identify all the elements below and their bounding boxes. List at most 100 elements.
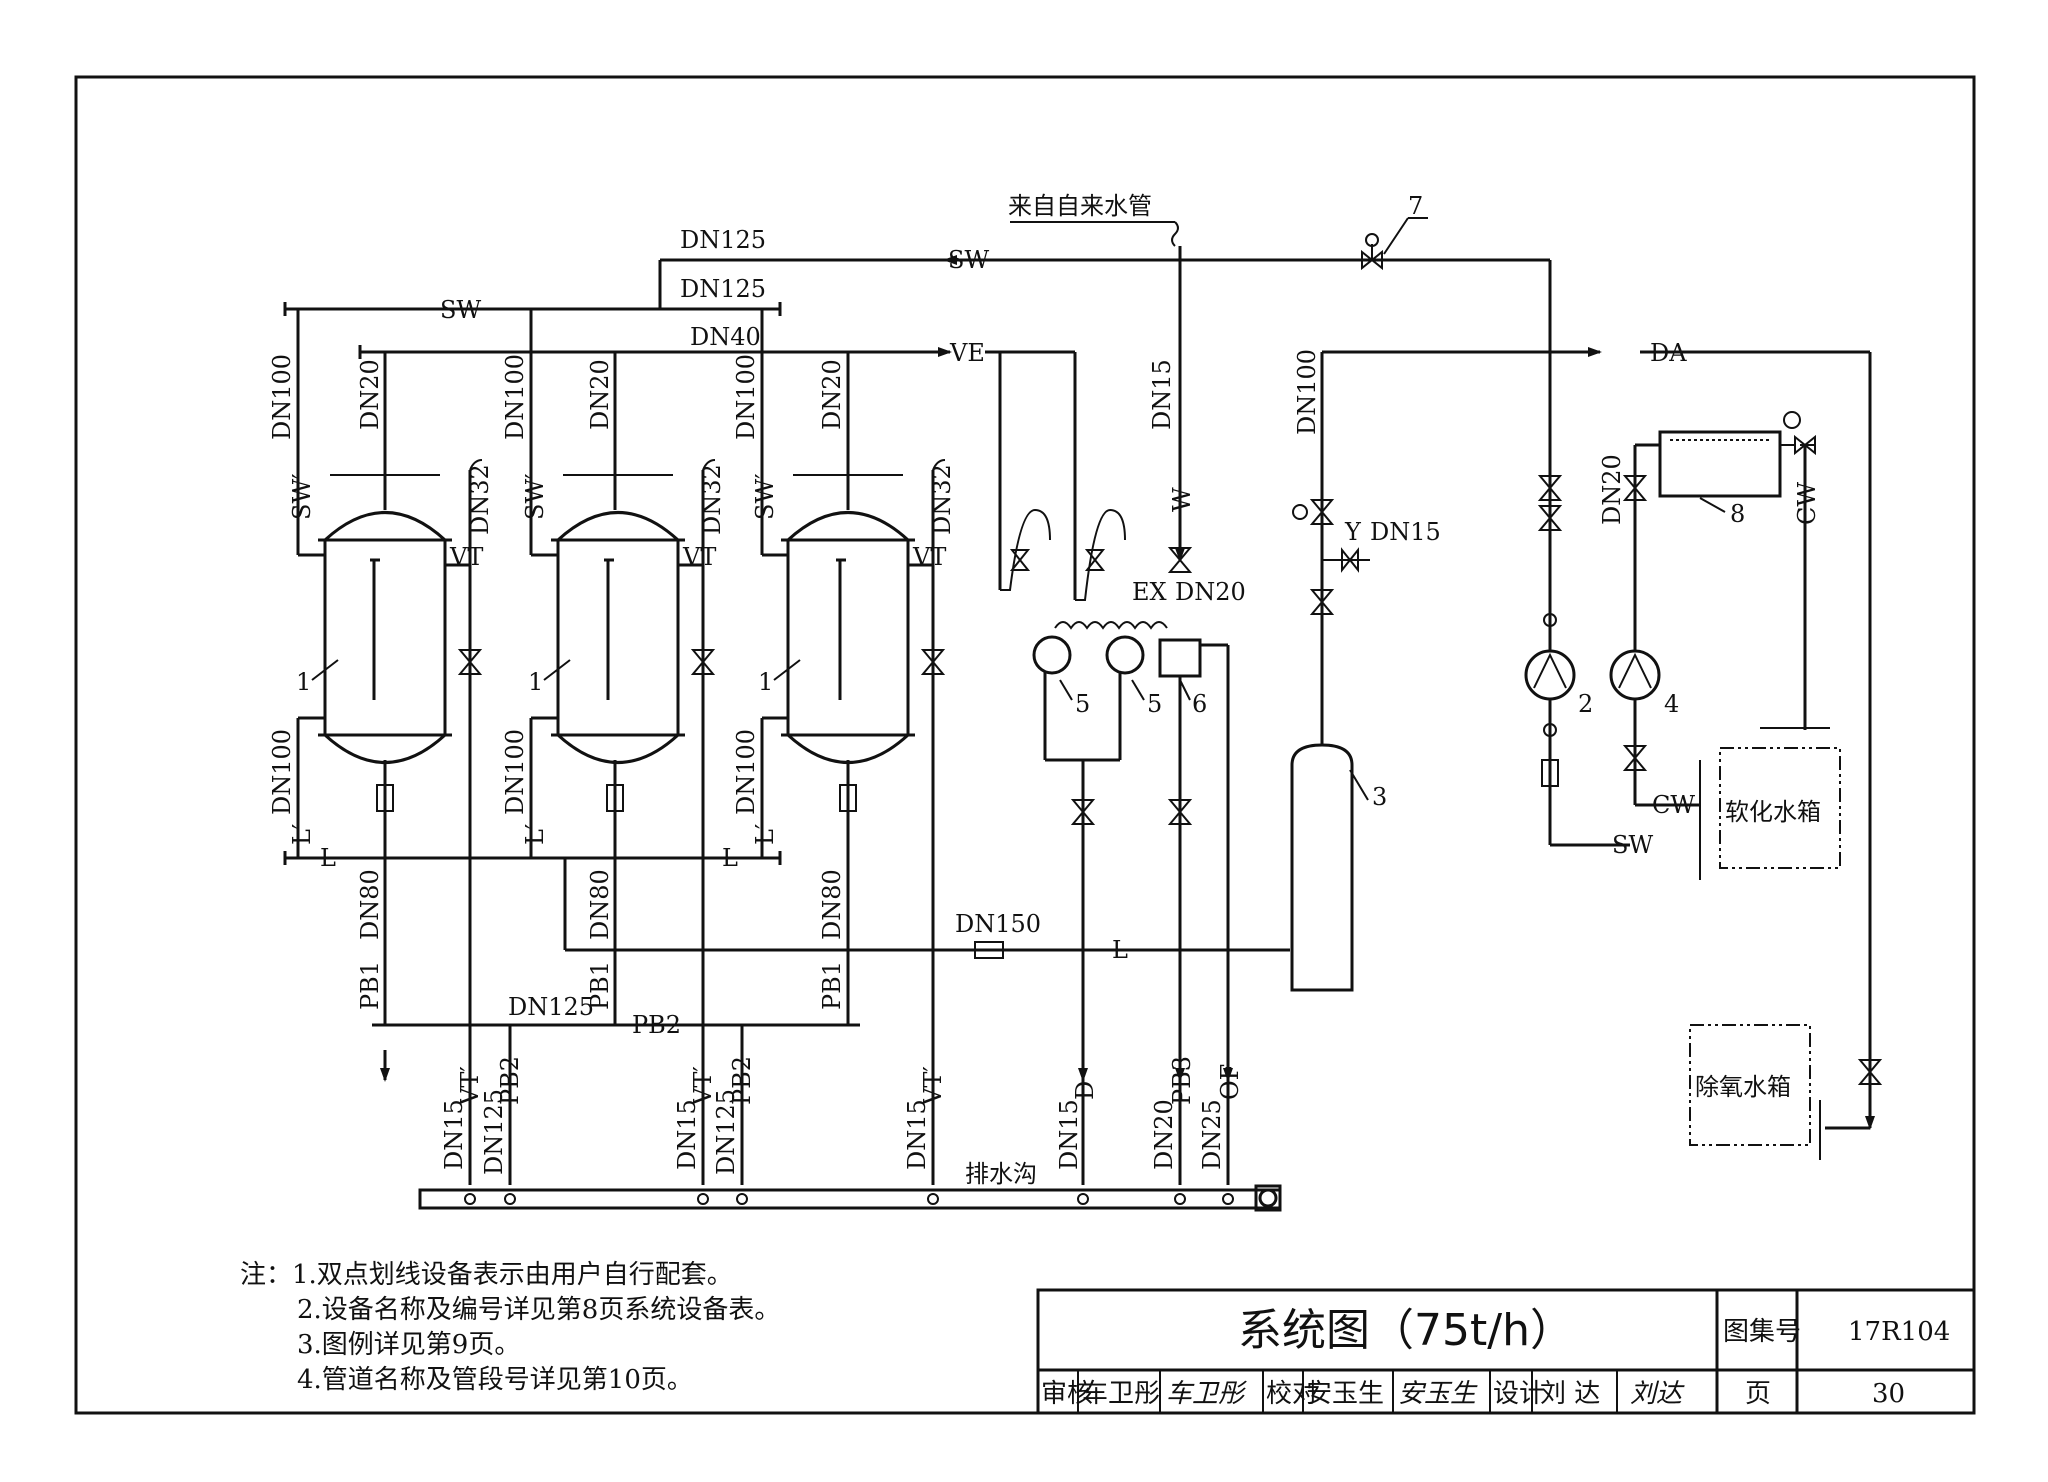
pb2-1: PB2: [496, 1056, 524, 1105]
y-label: Y: [1344, 518, 1362, 546]
drain-ditch: [418, 1184, 1282, 1212]
ve-label: VE: [949, 339, 985, 367]
dn100-l2: DN100: [501, 729, 529, 815]
checker-name: 安玉生: [1306, 1379, 1384, 1409]
item-2-label: 2: [1578, 690, 1593, 718]
page-number: 30: [1872, 1379, 1905, 1409]
item-5b-label: 5: [1147, 690, 1162, 718]
vt-2: VT: [682, 543, 716, 571]
dn25-of: DN25: [1198, 1099, 1226, 1170]
dn125-d2: DN125: [712, 1089, 740, 1175]
sw-header-label: SW: [440, 296, 481, 324]
ex-label: EX: [1132, 578, 1167, 606]
dn100-l3: DN100: [732, 729, 760, 815]
vt-1: VT: [449, 543, 483, 571]
city-water-supply: [1010, 221, 1185, 562]
drawing-frame: [74, 75, 1976, 1415]
soft-water-tank: [1719, 747, 1841, 869]
item-4-label: 4: [1664, 690, 1679, 718]
drain-ditch-label: 排水沟: [965, 1160, 1037, 1188]
dn125-top-label: DN125: [680, 226, 766, 254]
atlas-label: 图集号: [1723, 1317, 1801, 1347]
l-return-label: L: [1112, 936, 1128, 964]
vt-valves: [457, 649, 946, 675]
design-label: 设计: [1493, 1379, 1545, 1409]
sw-soft-label: SW: [1612, 831, 1653, 859]
check-label: 校对: [1266, 1379, 1318, 1409]
of-label: OF: [1216, 1064, 1244, 1100]
pb1-1: PB1: [356, 961, 384, 1010]
dn32-2: DN32: [698, 464, 726, 535]
note-4: 4.管道名称及管段号详见第10页。: [297, 1365, 693, 1395]
dosing-section: [1000, 508, 1230, 1185]
w-label: W: [1168, 487, 1196, 512]
d-label: D: [1071, 1081, 1099, 1100]
atlas-number: 17R104: [1848, 1317, 1950, 1347]
filter-tank-3: [781, 511, 915, 764]
vt-prime-2: VT′: [689, 1066, 717, 1106]
l-prime-1: L′: [288, 824, 316, 845]
page-label: 页: [1745, 1379, 1771, 1409]
dn15-d2: DN15: [673, 1099, 701, 1170]
tank-3: [1290, 347, 1875, 1130]
item-8-label: 8: [1730, 500, 1745, 528]
l-label-1: L: [320, 844, 336, 872]
sw-prime-1: SW′: [288, 473, 316, 520]
dn100-sw1: DN100: [268, 354, 296, 440]
l-prime-2: L′: [521, 824, 549, 845]
review-label: 审核: [1041, 1379, 1093, 1409]
sw-prime-2: SW′: [521, 473, 549, 520]
dn15-d1: DN15: [440, 1099, 468, 1170]
pb2-header-label: PB2: [632, 1011, 681, 1039]
dn80-3: DN80: [818, 869, 846, 940]
item-1c-label: 1: [758, 668, 773, 696]
dn32-3: DN32: [928, 464, 956, 535]
dn20-makeup-label: DN20: [1175, 578, 1246, 606]
item-6-label: 6: [1192, 690, 1207, 718]
note-1: 注：1.双点划线设备表示由用户自行配套。: [240, 1260, 733, 1290]
dn20-ve3: DN20: [818, 359, 846, 430]
dn125-pb2: DN125: [508, 993, 594, 1021]
vent-header: [358, 345, 1077, 600]
dn32-1: DN32: [466, 464, 494, 535]
pb1-2: PB1: [586, 961, 614, 1010]
deaerator-inlet-valve: [1857, 1059, 1883, 1085]
dn20-ve2: DN20: [586, 359, 614, 430]
from-city-water-label: 来自自来水管: [1008, 192, 1152, 220]
checker-signature: 安玉生: [1398, 1379, 1478, 1409]
vt-prime-1: VT′: [456, 1066, 484, 1106]
vt-3: VT: [912, 543, 946, 571]
cw-vertical: CW: [1793, 482, 1821, 525]
sw-top-label: SW: [948, 246, 989, 274]
dn20-pump4: DN20: [1598, 454, 1626, 525]
dn15-city-label: DN15: [1148, 359, 1176, 430]
item-7-label: 7: [1408, 192, 1423, 220]
pb2-2: PB2: [728, 1056, 756, 1105]
filter-tank-2: [551, 511, 685, 764]
dn125-d1: DN125: [480, 1089, 508, 1175]
l-label-2: L: [722, 844, 738, 872]
dn100-l1: DN100: [268, 729, 296, 815]
soft-tank-label: 软化水箱: [1725, 798, 1821, 826]
designer-name: 刘 达: [1540, 1379, 1600, 1409]
note-3: 3.图例详见第9页。: [297, 1330, 520, 1360]
designer-signature: 刘达: [1630, 1379, 1685, 1409]
dn100-sw2: DN100: [501, 354, 529, 440]
pressure-reducing-valve-7: [1361, 217, 1428, 271]
l-prime-3: L′: [751, 824, 779, 845]
reviewer-name: 车卫彤: [1082, 1379, 1160, 1409]
title-block: [1036, 1288, 1976, 1415]
dn80-2: DN80: [586, 869, 614, 940]
pump-2: [1524, 260, 1630, 847]
cw-soft-label: CW: [1652, 791, 1695, 819]
dn150-label: DN150: [955, 910, 1041, 938]
item-1b-label: 1: [528, 668, 543, 696]
filter-tank-1: [318, 511, 452, 764]
dn100-sw3: DN100: [732, 354, 760, 440]
deaerator-water-tank: [1689, 1024, 1811, 1146]
item-1a-label: 1: [296, 668, 311, 696]
dn125-second-label: DN125: [680, 275, 766, 303]
dn100-da: DN100: [1293, 349, 1321, 435]
item-5a-label: 5: [1075, 690, 1090, 718]
